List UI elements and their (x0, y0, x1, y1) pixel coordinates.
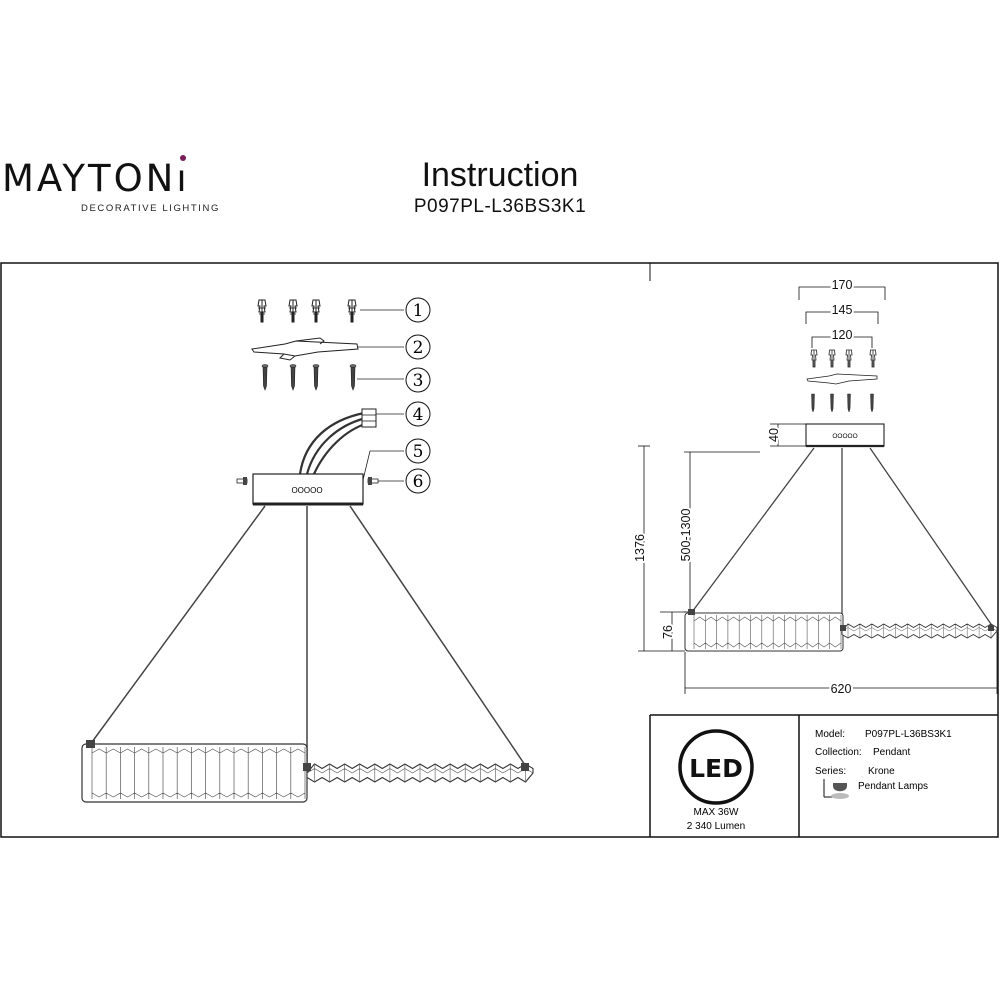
dimension-500-1300: 500-1300 (677, 451, 760, 613)
dimension-40: 40 (765, 423, 806, 447)
spec-series-label: Series: (815, 766, 846, 777)
mounting-anchors (257, 299, 404, 323)
power-wires (298, 408, 404, 475)
dimension-170: 170 (798, 276, 886, 300)
callout-2: 2 (413, 338, 424, 358)
spec-series-value: Krone (868, 766, 895, 777)
dim-620-label: 620 (831, 682, 852, 696)
crystal-ring-side-right (840, 623, 998, 639)
spec-model-label: Model: (815, 729, 845, 740)
brand-name: MAYTONı (2, 155, 190, 200)
side-screws (236, 477, 404, 485)
dimension-76: 76 (659, 611, 686, 651)
led-power: MAX 36W (693, 807, 739, 818)
canopy: OOOOO (252, 450, 404, 506)
mounting-bracket (251, 337, 404, 361)
spec-collection-label: Collection: (815, 747, 862, 758)
dim-120-label: 120 (832, 328, 853, 342)
suspension-cables (91, 505, 526, 766)
spec-collection-value: Pendant (873, 747, 910, 758)
brand-tagline: DECORATIVE LIGHTING (81, 203, 220, 214)
led-badge: LED (678, 729, 754, 805)
suspension-cables-right (691, 447, 994, 628)
callout-5: 5 (413, 442, 424, 462)
brand-logo: MAYTONı DECORATIVE LIGHTING (2, 155, 222, 214)
dimension-120: 120 (811, 326, 873, 348)
canopy-right: OOOOO (805, 423, 885, 448)
crystal-ring-front (81, 740, 308, 803)
mounting-parts-small (806, 349, 878, 413)
canopy-label: OOOOO (291, 486, 322, 495)
spec-type-value: Pendant Lamps (858, 781, 928, 792)
crystal-ring-side (303, 763, 534, 783)
dim-500-1300-label: 500-1300 (679, 509, 693, 562)
pendant-lamp-icon (823, 779, 849, 799)
mounting-screws (261, 364, 404, 391)
spec-model-value: P097PL-L36BS3K1 (865, 729, 952, 740)
dim-1376-label: 1376 (633, 534, 647, 562)
callout-6: 6 (413, 472, 424, 492)
dim-145-label: 145 (832, 303, 853, 317)
canopy-label-right: OOOOO (832, 433, 857, 440)
dim-76-label: 76 (661, 625, 675, 639)
dimension-145: 145 (805, 301, 879, 324)
dimension-1376: 1376 (631, 445, 685, 652)
dim-170-label: 170 (832, 278, 853, 292)
callout-3: 3 (413, 371, 424, 391)
led-badge-label: LED (689, 754, 743, 783)
callout-4: 4 (413, 405, 424, 425)
led-lumen: 2 340 Lumen (687, 821, 745, 832)
crystal-ring-front-right (684, 609, 844, 652)
dim-40-label: 40 (767, 428, 781, 442)
document-header: Instruction P097PL-L36BS3K1 (380, 156, 620, 218)
callout-1: 1 (413, 301, 424, 321)
drawing-frame (0, 262, 999, 838)
callout-numbers: 1 2 3 4 5 6 (405, 297, 431, 494)
dimension-620: 620 (684, 632, 998, 698)
page-title: Instruction (421, 156, 579, 194)
page-model-number: P097PL-L36BS3K1 (413, 196, 587, 218)
